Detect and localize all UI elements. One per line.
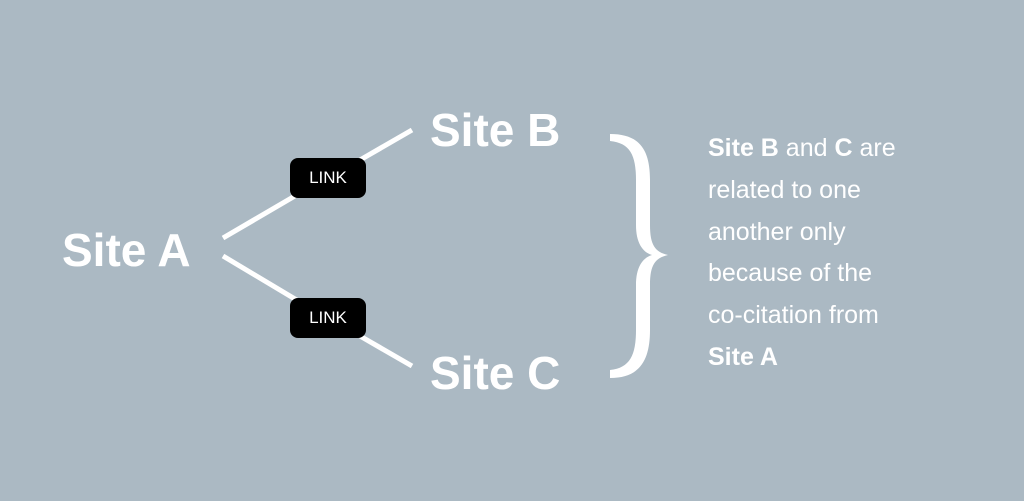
note-bold-site-a: Site A — [708, 342, 778, 371]
link-badge-upper: LINK — [290, 158, 366, 198]
note-line-4: because of the — [708, 259, 873, 288]
curly-brace-icon — [610, 134, 668, 378]
node-site-b: Site B — [430, 104, 561, 156]
line-link1-to-b — [358, 127, 414, 163]
note-text: and — [778, 134, 835, 162]
explanation-text: Site B and C are related to one another … — [708, 128, 896, 379]
line-a-to-link1 — [221, 190, 302, 241]
line-a-to-link2 — [221, 253, 302, 305]
link-badge-lower: LINK — [290, 298, 366, 338]
note-bold-c: C — [834, 134, 853, 162]
note-line-3: another only — [708, 217, 846, 246]
node-site-a: Site A — [62, 224, 191, 276]
note-line-2: related to one — [708, 175, 861, 204]
note-line-5: co-citation from — [708, 301, 879, 330]
note-line-1: Site B and C are — [708, 128, 896, 170]
node-site-c: Site C — [430, 347, 561, 399]
line-link2-to-c — [358, 333, 414, 369]
note-line-6: Site A — [708, 337, 896, 379]
note-text: are — [852, 134, 896, 162]
note-bold-site-b: Site B — [708, 134, 779, 162]
